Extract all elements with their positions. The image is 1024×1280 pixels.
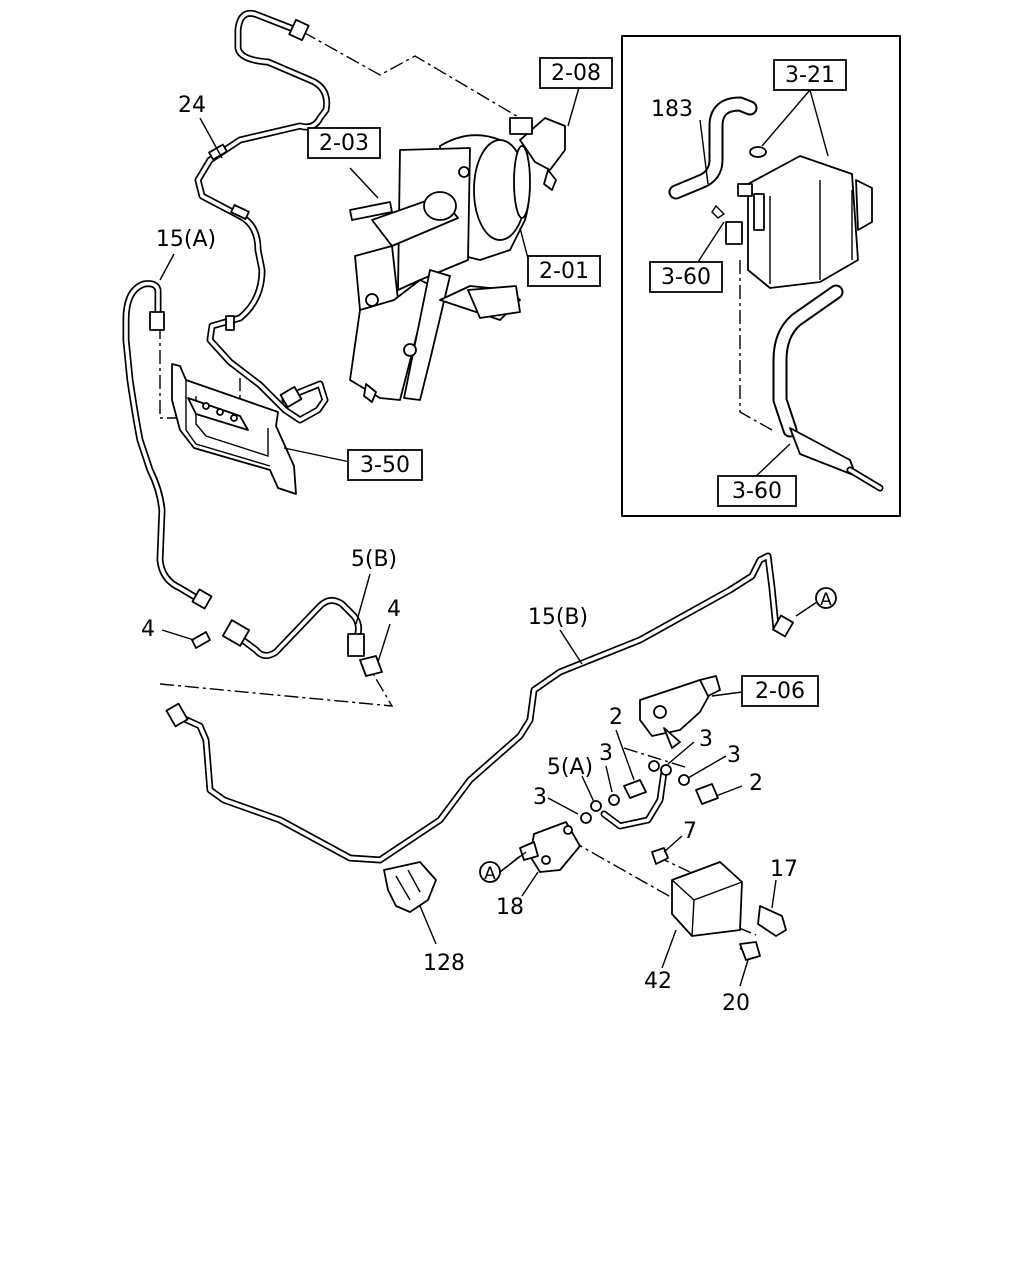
- part-label-183: 183: [651, 97, 693, 122]
- part-label-2-upper: 2: [609, 705, 623, 730]
- part-label-15a: 15(A): [156, 227, 216, 252]
- part-label-3-a: 3: [599, 741, 613, 766]
- part-label-128: 128: [423, 951, 465, 976]
- ref-2-03: 2-03: [319, 131, 369, 156]
- part-label-3-d: 3: [533, 785, 547, 810]
- part-label-42: 42: [644, 969, 672, 994]
- part-label-24: 24: [178, 93, 206, 118]
- connector-markers: A A: [479, 587, 837, 884]
- part-label-4-right: 4: [387, 597, 401, 622]
- part-label-17: 17: [770, 857, 798, 882]
- ref-2-01: 2-01: [539, 259, 589, 284]
- ref-3-21: 3-21: [785, 63, 835, 88]
- pipe-15b: [165, 552, 794, 864]
- ref-3-50: 3-50: [360, 453, 410, 478]
- connector-a-lower: A: [484, 864, 496, 884]
- reference-boxes: 2-08 2-03 2-01 3-21 3-60 3-60 3-50 2-06: [307, 57, 847, 707]
- part-label-2-lower: 2: [749, 771, 763, 796]
- part-label-7: 7: [683, 819, 697, 844]
- ref-2-06: 2-06: [755, 679, 805, 704]
- ref-2-08: 2-08: [551, 61, 601, 86]
- bracket-3-50: [171, 363, 297, 495]
- part-labels: 24 15(A) 183 5(B) 4 4 15(B) 2 3 3 3 5(A)…: [141, 93, 798, 1016]
- inset-frame: [621, 35, 901, 517]
- pipe-15a: [122, 280, 213, 610]
- pipe-24: [194, 9, 331, 424]
- part-label-5b: 5(B): [351, 547, 397, 572]
- slave-cylinder-assembly: [383, 675, 787, 961]
- part-label-18: 18: [496, 895, 524, 920]
- part-label-4-left: 4: [141, 617, 155, 642]
- clutch-master-cylinder: [349, 117, 566, 403]
- ref-3-60-upper: 3-60: [661, 265, 711, 290]
- part-label-5a: 5(A): [547, 755, 593, 780]
- connector-a-upper: A: [820, 590, 832, 610]
- ref-3-60-lower: 3-60: [732, 479, 782, 504]
- part-label-20: 20: [722, 991, 750, 1016]
- part-label-3-b: 3: [699, 727, 713, 752]
- hose-5b: [191, 597, 383, 677]
- part-label-15b: 15(B): [528, 605, 588, 630]
- part-label-3-c: 3: [727, 743, 741, 768]
- reservoir-assembly: [668, 96, 884, 492]
